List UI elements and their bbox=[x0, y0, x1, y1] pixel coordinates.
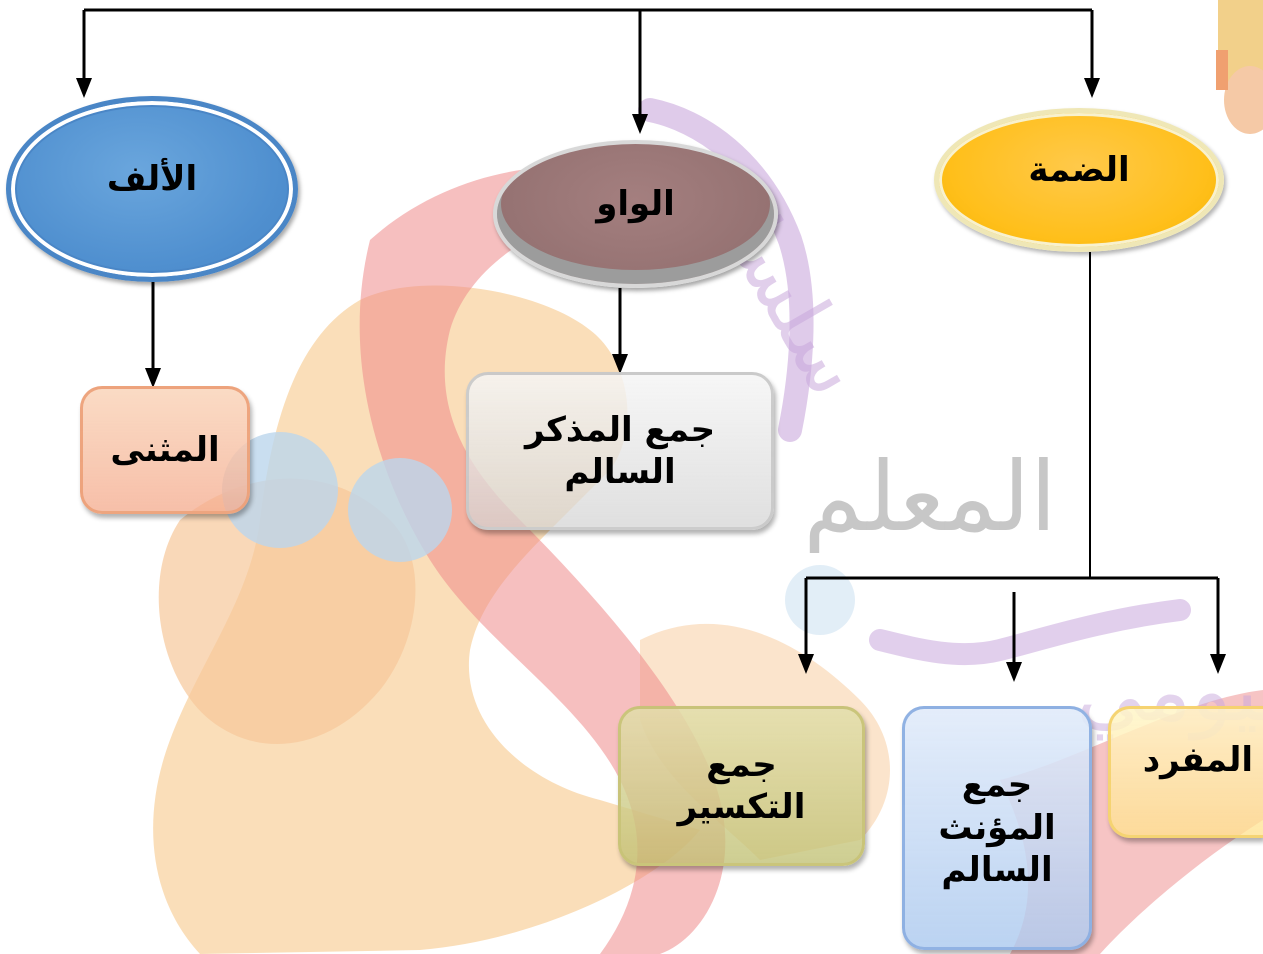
cartoon-character-image bbox=[1216, 0, 1263, 134]
box-singular: المفرد bbox=[1108, 706, 1263, 838]
box-muthanna: المثنى bbox=[80, 386, 250, 514]
box-muthanna-label: المثنى bbox=[110, 429, 220, 470]
node-damma: الضمة bbox=[934, 108, 1224, 252]
box-masculine-plural-line-1: جمع المذكر bbox=[524, 409, 716, 450]
watermark-blue-dot bbox=[785, 565, 855, 635]
node-waw-label: الواو bbox=[596, 184, 675, 224]
box-feminine-plural-line-2: المؤنث bbox=[938, 807, 1056, 848]
box-singular-label: المفرد bbox=[1142, 739, 1253, 780]
box-broken-plural-line-1: جمع bbox=[706, 744, 777, 785]
watermark-blue-circle bbox=[222, 432, 338, 548]
box-broken-plural-line-2: التكسير bbox=[677, 787, 806, 827]
watermark-purple-stroke-2 bbox=[869, 599, 1191, 666]
node-alif: الألف bbox=[6, 96, 298, 282]
box-broken-plural: جمع التكسير bbox=[618, 706, 865, 866]
box-feminine-plural: جمع المؤنث السالم bbox=[902, 706, 1092, 950]
watermark-purple-stroke bbox=[638, 98, 814, 442]
box-masculine-plural: جمع المذكر السالم bbox=[466, 372, 774, 530]
node-alif-label: الألف bbox=[106, 159, 198, 199]
watermark-orange-shape-2 bbox=[158, 478, 416, 744]
node-damma-label: الضمة bbox=[1028, 150, 1130, 190]
box-masculine-plural-line-2: السالم bbox=[564, 452, 676, 492]
box-feminine-plural-line-1: جمع bbox=[961, 765, 1033, 806]
box-feminine-plural-line-3: السالم bbox=[941, 850, 1053, 891]
watermark-blue-circle-2 bbox=[348, 458, 452, 562]
watermark-text-muallim: المعلم bbox=[803, 441, 1056, 553]
node-waw: الواو bbox=[493, 140, 778, 288]
